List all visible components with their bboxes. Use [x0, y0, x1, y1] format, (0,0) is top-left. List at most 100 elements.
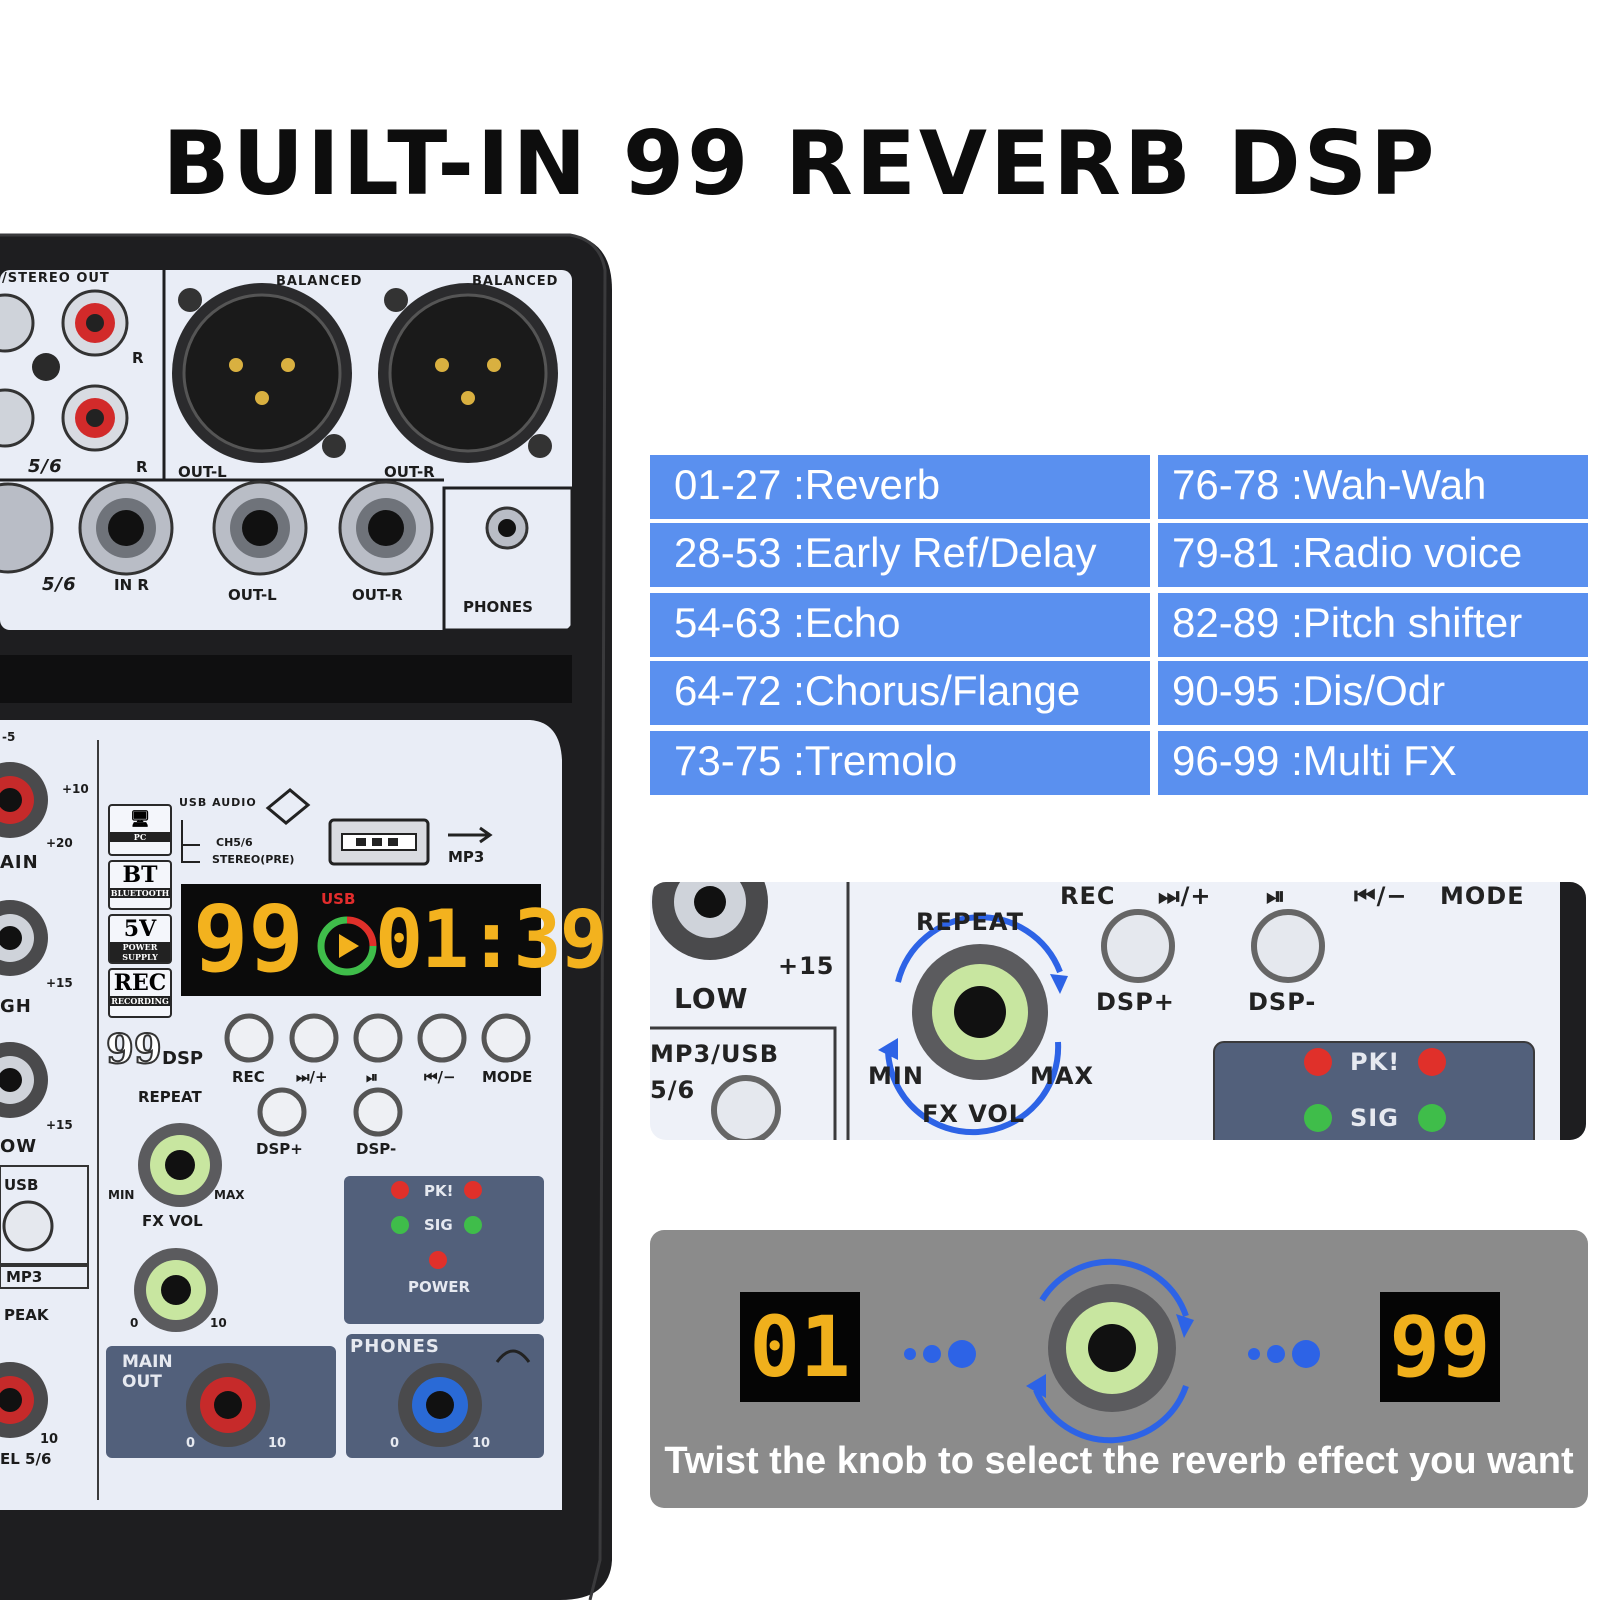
bt-badge: BT BLUETOOTH	[108, 860, 172, 910]
effect-row: 54-63 :Echo	[650, 593, 1150, 657]
closeup-sig-label: SIG	[1350, 1104, 1399, 1132]
mp3-side-label: MP3	[6, 1268, 43, 1286]
closeup-pk-label: PK!	[1350, 1048, 1401, 1076]
ch56-label-a: 5/6	[28, 456, 63, 477]
phones-knob-label: PHONES	[350, 1336, 440, 1357]
peak-label: PEAK	[4, 1306, 49, 1324]
display-play-icon	[317, 916, 377, 976]
mode-button-label: MODE	[482, 1068, 533, 1086]
fx-zero-label: 0	[130, 1316, 139, 1330]
display-effect-number: 99	[193, 886, 304, 993]
rec-badge-label: REC	[113, 970, 167, 996]
high-label: GH	[0, 996, 32, 1017]
twist-end-display: 99	[1380, 1292, 1500, 1402]
level-ten-label: 10	[40, 1432, 59, 1447]
5v-badge: 5V POWER SUPPLY	[108, 914, 172, 964]
led-display: 99 USB 01:39	[181, 884, 608, 996]
phones-jack-label: PHONES	[463, 598, 533, 616]
balanced-label-l: BALANCED	[276, 274, 363, 289]
repeat-knob	[138, 1123, 222, 1207]
99-logo: 99	[105, 1025, 163, 1074]
effect-row: 01-27 :Reverb	[650, 455, 1150, 519]
main-ten-label: 10	[268, 1436, 287, 1451]
prev-button-label: ⏮/−	[424, 1068, 456, 1086]
plus15-label-a: +15	[46, 976, 73, 990]
rec-button-label: REC	[232, 1068, 265, 1086]
closeup-fxvol-label: FX VOL	[922, 1100, 1026, 1128]
twist-instruction-panel: 01 99 Twist the knob to select the rever…	[650, 1230, 1588, 1508]
usb-audio-label: USB AUDIO	[179, 796, 257, 809]
closeup-prev-label: ⏮/−	[1354, 882, 1408, 910]
out-r-jack-label: OUT-R	[352, 586, 403, 604]
rca-r-label-2: R	[136, 458, 148, 476]
dsp-logo-text: DSP	[162, 1048, 204, 1069]
main-out-label: MAIN OUT	[122, 1352, 173, 1392]
sig-led-label: SIG	[424, 1216, 453, 1234]
pc-monitor-icon: 🖥	[129, 809, 151, 828]
out-l-label: OUT-L	[178, 463, 227, 481]
closeup-low-label: LOW	[674, 982, 749, 1015]
pk-led-label: PK!	[424, 1182, 454, 1200]
knob-closeup-panel: REC ⏭/+ ⏯ ⏮/− MODE REPEAT DSP+ DSP- +15 …	[650, 882, 1586, 1140]
fx-vol-knob	[134, 1248, 218, 1332]
effect-row: 90-95 :Dis/Odr	[1158, 661, 1588, 725]
plus10-label: +10	[62, 782, 89, 796]
transport-buttons	[224, 1013, 531, 1137]
mp3-port-label: MP3	[448, 848, 485, 866]
out-r-label: OUT-R	[384, 463, 435, 481]
mixer-body-graphic	[0, 233, 612, 1600]
effect-row: 64-72 :Chorus/Flange	[650, 661, 1150, 725]
5v-label: 5V	[123, 916, 157, 942]
rca-r-label: R	[132, 349, 144, 367]
closeup-ch56-label: 5/6	[650, 1076, 696, 1104]
phones-ten-label: 10	[472, 1436, 491, 1451]
main-zero-label: 0	[186, 1436, 196, 1451]
fx-vol-label: FX VOL	[142, 1212, 203, 1230]
closeup-rec-label: REC	[1060, 882, 1116, 910]
twist-graphic	[904, 1258, 1320, 1444]
pc-label: PC	[110, 832, 170, 842]
plus20-label: +20	[46, 836, 73, 850]
closeup-repeat-label: REPEAT	[916, 908, 1024, 936]
closeup-next-label: ⏭/+	[1158, 882, 1212, 910]
play-button-label: ⏯	[366, 1068, 379, 1086]
repeat-min-label: MIN	[108, 1188, 135, 1202]
repeat-label: REPEAT	[138, 1088, 202, 1106]
headline: BUILT-IN 99 REVERB DSP	[162, 112, 1438, 215]
effect-row: 79-81 :Radio voice	[1158, 523, 1588, 587]
closeup-mp3usb-label: MP3/USB	[650, 1040, 780, 1068]
closeup-dsp-minus-label: DSP-	[1248, 988, 1317, 1016]
balanced-label-r: BALANCED	[472, 274, 559, 289]
bt-small-label: BLUETOOTH	[110, 888, 170, 898]
closeup-min-label: MIN	[868, 1062, 924, 1090]
fx-ten-label: 10	[210, 1316, 227, 1330]
minus5-label: -5	[2, 730, 16, 744]
closeup-dsp-plus-label: DSP+	[1096, 988, 1175, 1016]
dsp-minus-label: DSP-	[356, 1140, 397, 1158]
xlr-connectors	[172, 283, 558, 463]
ch56-route-label: CH5/6	[216, 836, 253, 849]
stereo-out-label: /STEREO OUT	[2, 271, 110, 286]
mixer-device: /STEREO OUT R R 5/6 5/6 IN R BALANCED BA…	[0, 0, 640, 1600]
phones-zero-label: 0	[390, 1436, 400, 1451]
effect-row: 82-89 :Pitch shifter	[1158, 593, 1588, 657]
level56-label: EL 5/6	[0, 1450, 52, 1468]
dsp-plus-label: DSP+	[256, 1140, 303, 1158]
low-label: OW	[0, 1136, 38, 1157]
plus15-label-b: +15	[46, 1118, 73, 1132]
gain-label: AIN	[0, 852, 39, 873]
effect-row: 76-78 :Wah-Wah	[1158, 455, 1588, 519]
closeup-max-label: MAX	[1030, 1062, 1094, 1090]
effect-row: 28-53 :Early Ref/Delay	[650, 523, 1150, 587]
rec-small-label: RECORDING	[110, 996, 170, 1006]
effect-row: 73-75 :Tremolo	[650, 731, 1150, 795]
out-l-jack-label: OUT-L	[228, 586, 277, 604]
display-usb-tag: USB	[321, 890, 356, 908]
closeup-graphic	[650, 882, 1586, 1140]
closeup-play-label: ⏯	[1266, 882, 1287, 910]
repeat-max-label: MAX	[214, 1188, 245, 1202]
closeup-mode-label: MODE	[1440, 882, 1525, 910]
effect-row: 96-99 :Multi FX	[1158, 731, 1588, 795]
left-channel-knobs	[0, 762, 54, 1438]
rca-jacks	[0, 289, 129, 452]
